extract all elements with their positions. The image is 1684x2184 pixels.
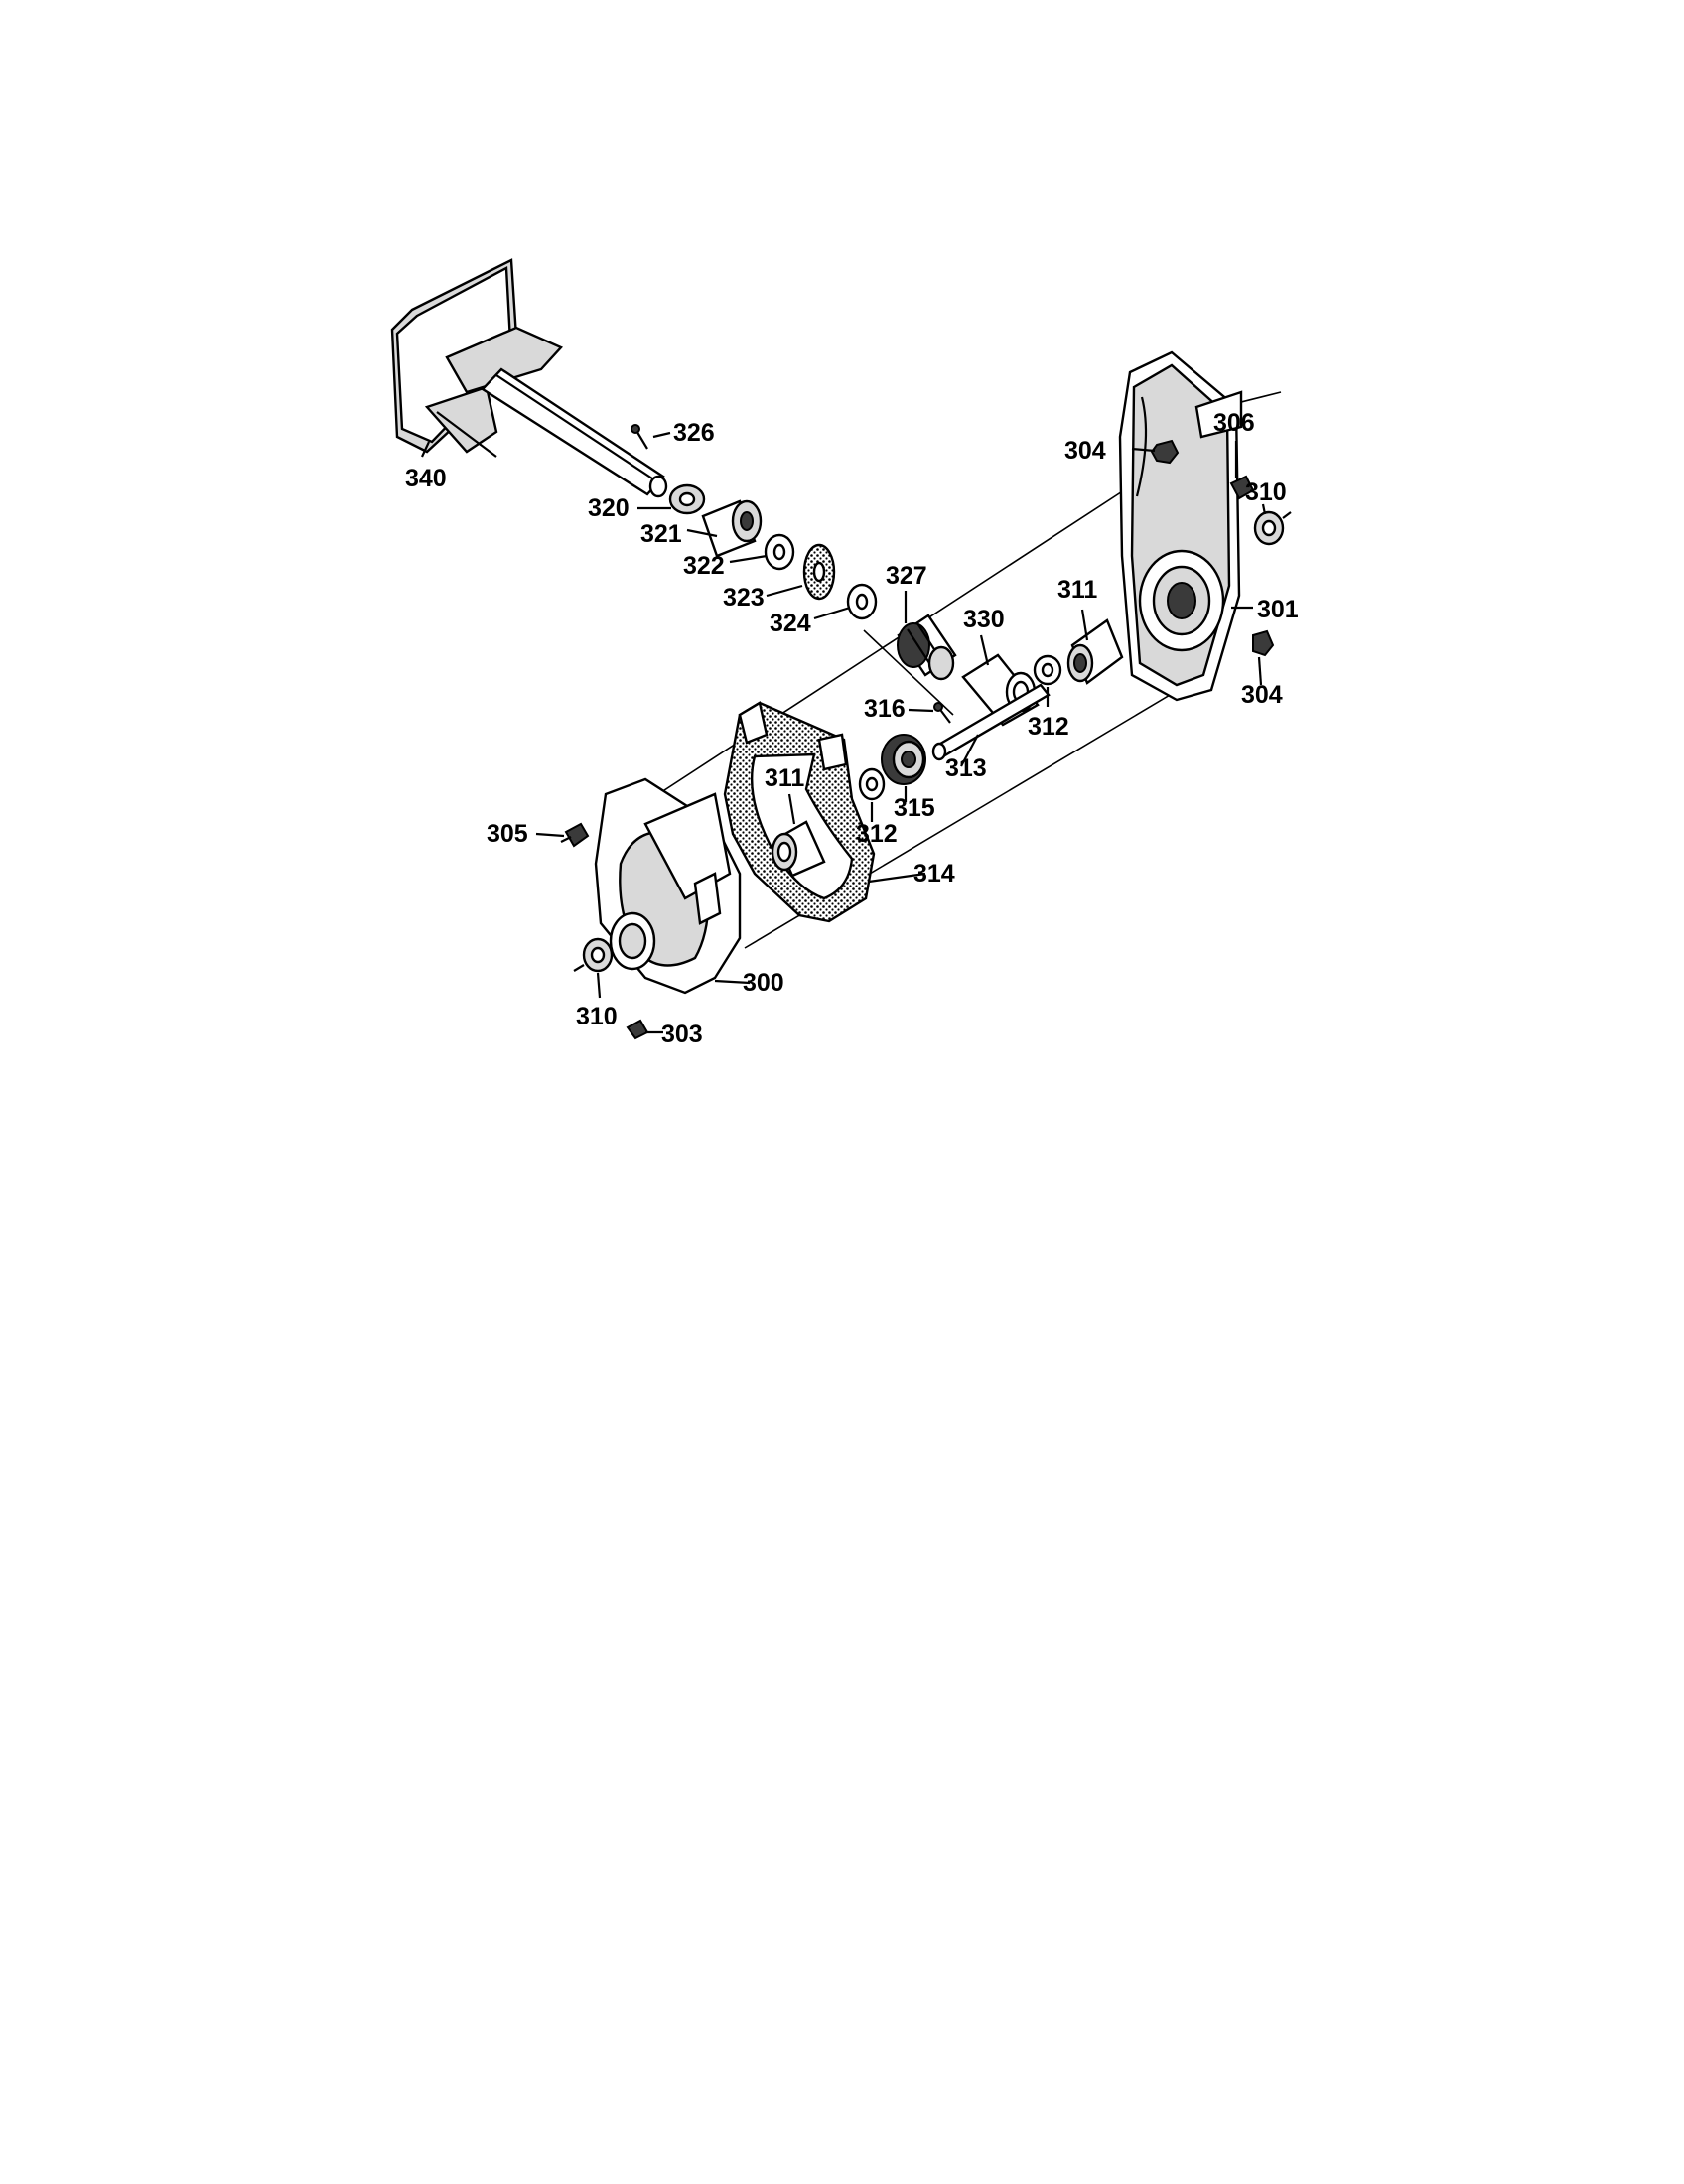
callout-315: 315	[894, 794, 935, 822]
pin-326	[631, 424, 648, 450]
bolt-305	[560, 822, 590, 848]
callout-320: 320	[588, 494, 630, 522]
callout-330: 330	[963, 606, 1005, 633]
callout-323: 323	[723, 584, 765, 612]
seal-310-right	[1253, 510, 1292, 546]
callout-310-right: 310	[1245, 478, 1287, 506]
gasket-314	[723, 701, 876, 923]
leader-lines	[421, 431, 1267, 1034]
gear-case-right-301	[1118, 350, 1243, 702]
nut-304-lower	[1252, 629, 1275, 657]
callout-316: 316	[864, 695, 906, 723]
shaft-313	[931, 683, 1051, 761]
impeller-auger-assembly	[390, 258, 668, 498]
washer-322	[764, 533, 795, 571]
callout-303: 303	[661, 1021, 703, 1048]
bearing-311-lower	[771, 820, 826, 878]
callout-300: 300	[743, 969, 784, 997]
washer-320	[668, 483, 706, 515]
bearing-311-upper	[1066, 618, 1124, 685]
callout-306: 306	[1213, 409, 1255, 437]
callout-312-lower: 312	[856, 820, 898, 848]
worm-gear-327	[897, 614, 957, 681]
callout-327: 327	[886, 562, 927, 590]
washer-312-upper	[1033, 654, 1062, 686]
key-316	[933, 702, 951, 724]
callout-321: 321	[640, 520, 682, 548]
callout-311-lower: 311	[765, 764, 804, 792]
callout-310-left: 310	[576, 1003, 618, 1030]
thrust-bearing-323	[802, 543, 836, 601]
callout-324: 324	[770, 610, 811, 637]
washer-324	[846, 583, 878, 620]
nut-304-top	[1150, 439, 1180, 465]
washer-312-lower	[858, 767, 886, 801]
plug-306	[1229, 475, 1255, 500]
callout-305: 305	[487, 820, 528, 848]
callout-311-upper: 311	[1057, 576, 1097, 604]
screw-303	[626, 1019, 649, 1040]
gear-315	[881, 734, 926, 785]
seal-310-left	[573, 937, 614, 973]
callout-304-top: 304	[1064, 437, 1106, 465]
callout-labels: 340 326 320 321 322 323 324 327 330 304 …	[405, 409, 1299, 1048]
callout-326: 326	[673, 419, 715, 447]
gear-case-left-300	[594, 777, 742, 995]
callout-322: 322	[683, 552, 725, 580]
callout-340: 340	[405, 465, 447, 492]
callout-304-lower: 304	[1241, 681, 1283, 709]
bearing-321	[701, 499, 763, 558]
callout-312-upper: 312	[1028, 713, 1069, 741]
callout-314: 314	[913, 860, 955, 887]
callout-313: 313	[945, 754, 987, 782]
callout-301: 301	[1257, 596, 1299, 623]
